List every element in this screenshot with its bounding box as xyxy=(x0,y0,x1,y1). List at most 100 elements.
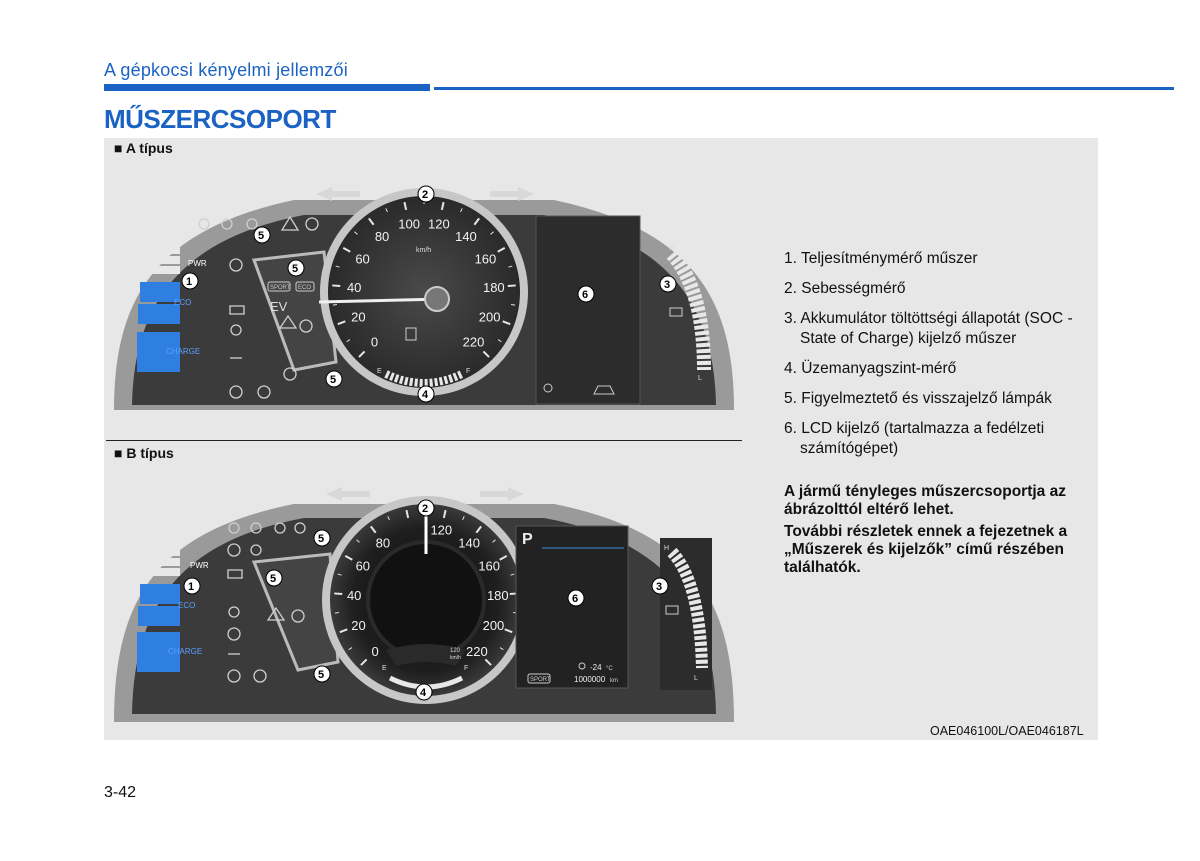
warning-triangle-icon xyxy=(280,215,300,231)
note-1: A jármű tényleges műszercsoportja az ábr… xyxy=(784,483,1066,518)
power-seg-eco xyxy=(138,304,180,324)
speedometer-needle xyxy=(318,297,445,304)
legend-item-1: 1. Teljesítménymérő műszer xyxy=(784,250,978,267)
speed-label: 80 xyxy=(376,535,390,550)
ev-label: EV xyxy=(270,299,288,314)
lcd-display-a xyxy=(535,215,641,405)
callout-1: 1 xyxy=(186,276,192,288)
speedometer-b-inner xyxy=(366,540,486,660)
callout-5: 5 xyxy=(292,263,298,275)
speed-tick xyxy=(462,516,465,521)
legend-item-5: 5. Figyelmeztető és visszajelző lámpák xyxy=(784,390,1052,407)
eco-label: ECO xyxy=(174,298,191,307)
speed-tick xyxy=(332,284,341,288)
fuel-full-label: F xyxy=(464,665,468,672)
soc-gauge-a: H L xyxy=(666,245,711,382)
power-gauge-a: PWR ECO CHARGE xyxy=(137,246,207,372)
arrow-left-icon xyxy=(316,187,360,201)
sport-badge-text: SPORT xyxy=(270,285,291,291)
speed-tick xyxy=(502,320,511,326)
steering-icon xyxy=(227,543,241,557)
abs-icon xyxy=(257,385,271,399)
callout-3: 3 xyxy=(656,581,662,593)
speed-label: 80 xyxy=(375,229,389,244)
soc-high-label: H xyxy=(669,245,674,252)
brake-icon xyxy=(229,385,243,399)
parking-brake-icon xyxy=(227,669,241,683)
car-distance-icon xyxy=(593,385,615,395)
callout-5: 5 xyxy=(318,669,324,681)
speed-tick xyxy=(339,628,348,634)
fuel-bar xyxy=(384,370,464,387)
fuel-empty-label: E xyxy=(382,665,387,672)
speed-tick xyxy=(354,231,358,235)
speed-label: 60 xyxy=(356,558,370,573)
headlight-icon xyxy=(228,522,240,534)
sport-badge xyxy=(267,281,291,292)
mini-speed-unit: km/h xyxy=(450,655,461,661)
eco-badge-text: ECO xyxy=(298,285,311,291)
speed-tick xyxy=(490,231,494,235)
type-b-label: ■ B típus xyxy=(114,445,174,461)
speed-tick xyxy=(499,647,504,651)
instrument-cluster-b: PWR ECO CHARGE 0204060801201401601802002… xyxy=(114,487,734,722)
tpms-icon xyxy=(291,609,305,623)
legend-item-6: 6. LCD kijelző (tartalmazza a fedélzeti … xyxy=(784,420,1045,457)
soc-high-label: H xyxy=(664,545,669,552)
bulb-icon xyxy=(305,217,319,231)
section-title: A gépkocsi kényelmi jellemzői xyxy=(104,60,348,80)
speed-label: 20 xyxy=(351,618,365,633)
callout-4: 4 xyxy=(422,389,429,401)
power-seg xyxy=(146,256,180,264)
snowflake-icon xyxy=(543,383,553,393)
soc-low-label: L xyxy=(694,675,698,682)
speed-tick xyxy=(475,525,482,534)
speed-tick xyxy=(342,247,351,253)
callout-1: 1 xyxy=(188,581,194,593)
page-title: MŰSZERCSOPORT xyxy=(104,104,336,134)
speed-tick xyxy=(497,339,502,343)
speed-tick xyxy=(356,539,360,543)
power-gauge-b: PWR ECO CHARGE xyxy=(137,548,209,672)
soc-gauge-b: H L xyxy=(660,538,712,690)
bulb-icon xyxy=(250,544,262,556)
low-beam-icon xyxy=(250,522,262,534)
power-seg-charge xyxy=(137,632,180,672)
speed-tick xyxy=(510,573,515,576)
instrument-cluster-a: PWR ECO CHARGE SPORT ECO EV 020406080100… xyxy=(114,185,734,410)
soc-low-label: L xyxy=(698,375,702,382)
speed-label: 220 xyxy=(463,334,485,349)
fuel-pump-icon xyxy=(405,327,417,341)
power-seg xyxy=(150,246,180,254)
speed-tick xyxy=(499,555,508,561)
speed-label: 140 xyxy=(455,229,477,244)
arrow-left-icon xyxy=(326,487,370,501)
speed-tick xyxy=(332,304,337,306)
callouts-a: 1 2 3 4 5 5 5 6 xyxy=(181,185,677,403)
speed-label: 40 xyxy=(347,280,361,295)
power-seg xyxy=(145,558,180,566)
power-seg-eco xyxy=(140,584,180,604)
callout-5: 5 xyxy=(258,230,264,242)
soc-bar xyxy=(667,547,708,669)
speed-tick xyxy=(442,509,447,519)
note-block: A jármű tényleges műszercsoportja az ábr… xyxy=(784,483,1100,581)
soc-bar xyxy=(666,249,711,371)
airbag-icon xyxy=(230,324,242,336)
speed-tick xyxy=(360,658,368,666)
arrow-right-icon xyxy=(480,487,524,501)
snowflake-icon xyxy=(578,662,586,670)
speed-label: 20 xyxy=(351,309,365,324)
eco-badge xyxy=(295,281,315,292)
speed-tick xyxy=(484,658,492,666)
abs-icon xyxy=(253,669,267,683)
note-2: További részletek ennek a fejezetnek a „… xyxy=(784,523,1068,576)
power-seg-charge xyxy=(137,332,180,372)
speed-tick xyxy=(403,201,408,211)
speed-tick xyxy=(405,509,410,519)
mini-speed: 120 xyxy=(450,648,461,654)
pwr-label: PWR xyxy=(190,561,209,570)
speed-tick xyxy=(334,612,339,614)
